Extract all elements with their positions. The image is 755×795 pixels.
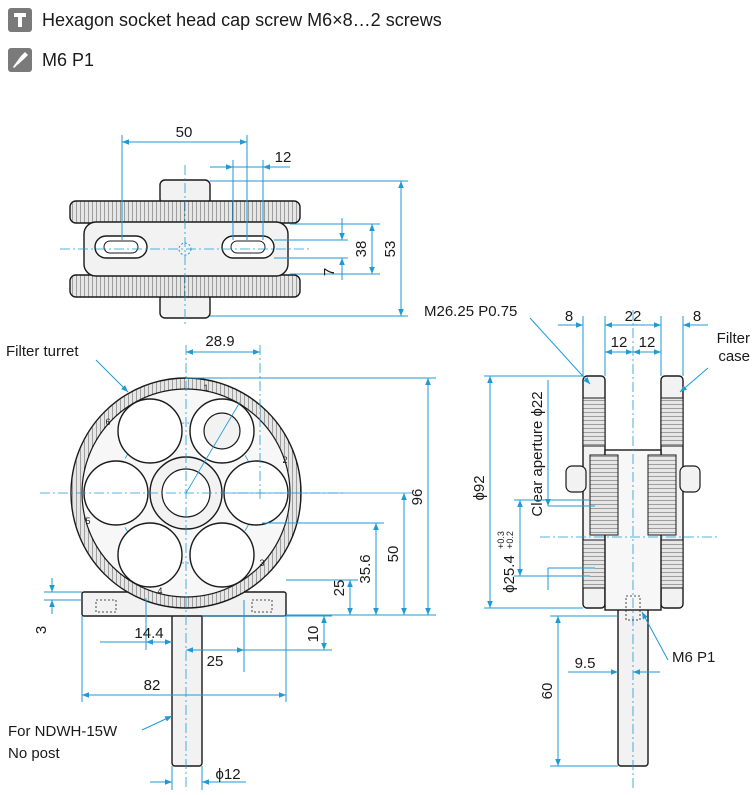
front-dim-82: 82	[144, 677, 161, 694]
top-dim-50: 50	[176, 124, 193, 141]
label-filter-case-line1: Filter	[717, 330, 750, 347]
side-tol-minus: +0.2	[505, 531, 515, 549]
position-3: 3	[259, 558, 264, 568]
front-dim-14-4: 14.4	[134, 625, 163, 642]
side-knob-left	[565, 465, 587, 493]
front-dim-96: 96	[409, 489, 426, 506]
front-dim-25-vertical: 25	[331, 580, 348, 597]
side-view: M26.25 P0.75 8 22 8 12 12 Filter case ϕ9…	[424, 303, 750, 790]
position-2: 2	[282, 455, 287, 465]
side-dim-12-left: 12	[611, 334, 628, 351]
front-dim-25-horizontal: 25	[207, 653, 224, 670]
side-dim-phi92: ϕ92	[471, 475, 488, 500]
label-m6-p1: M6 P1	[672, 649, 715, 666]
thread-tap-icon	[8, 48, 32, 72]
side-tol-plus: +0.3	[496, 531, 506, 549]
front-view: 1 2 3 4 5 6 Filter turret 28.9 96 50 35.…	[6, 333, 436, 790]
position-6: 6	[105, 417, 110, 427]
filter-hole-4	[117, 522, 183, 588]
front-dim-50: 50	[385, 546, 402, 563]
side-dim-22: 22	[625, 308, 642, 325]
top-view: 50 12 38 53 7	[60, 124, 408, 325]
label-thread-m26: M26.25 P0.75	[424, 303, 517, 320]
legend-thread-text: M6 P1	[42, 49, 95, 70]
hex-key-icon	[8, 8, 32, 32]
side-knob-right	[679, 465, 701, 493]
front-post	[171, 607, 203, 767]
side-label-clear-aperture: Clear aperture ϕ22	[529, 391, 546, 516]
front-dim-10: 10	[305, 626, 322, 643]
label-filter-turret: Filter turret	[6, 343, 79, 360]
legend-screw-text: Hexagon socket head cap screw M6×8…2 scr…	[42, 9, 442, 30]
side-dim-60: 60	[539, 683, 556, 700]
front-dim-3: 3	[33, 626, 50, 634]
side-dim-8-right: 8	[693, 308, 701, 325]
top-dim-12: 12	[275, 149, 292, 166]
top-dim-38: 38	[353, 241, 370, 258]
side-dim-12-right: 12	[639, 334, 656, 351]
side-dim-phi25-4: ϕ25.4	[501, 555, 518, 593]
legend-thread-row: M6 P1	[8, 48, 94, 72]
top-dim-53: 53	[382, 241, 399, 258]
position-1: 1	[203, 383, 208, 393]
filter-hole-3	[189, 522, 255, 588]
filter-holes	[83, 398, 289, 588]
position-4: 4	[157, 586, 162, 596]
post-note-line1: For NDWH-15W	[8, 723, 118, 740]
filter-hole-6	[117, 398, 183, 464]
post-note-line2: No post	[8, 745, 61, 762]
label-filter-case-line2: case	[718, 348, 750, 365]
front-dim-35-6: 35.6	[357, 554, 374, 583]
legend-screw-row: Hexagon socket head cap screw M6×8…2 scr…	[8, 8, 442, 32]
side-dim-9-5: 9.5	[575, 655, 596, 672]
front-dim-phi12: ϕ12	[215, 766, 240, 783]
top-dim-7: 7	[321, 268, 338, 276]
side-dim-8-left: 8	[565, 308, 573, 325]
position-5: 5	[85, 516, 90, 526]
front-dim-28-9: 28.9	[205, 333, 234, 350]
